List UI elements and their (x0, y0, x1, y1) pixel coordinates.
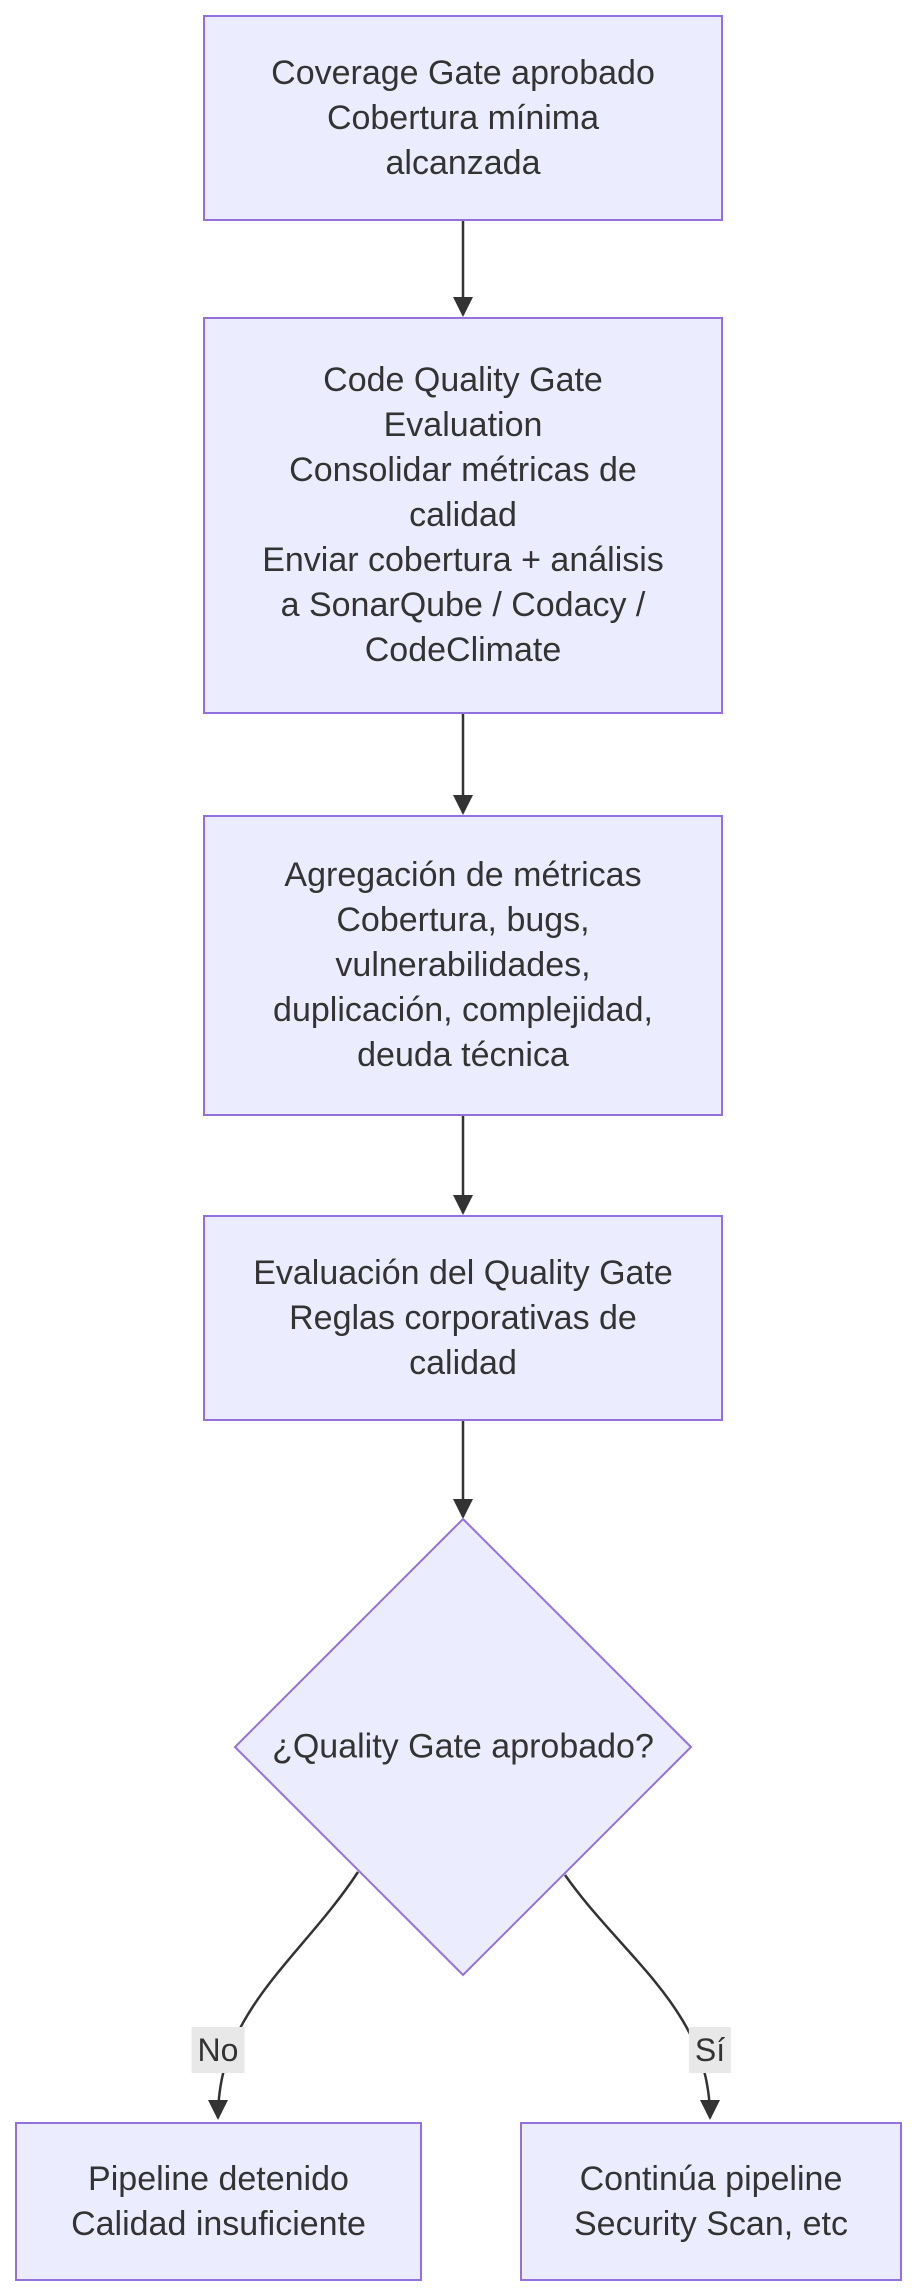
edge-label-no: No (191, 2027, 245, 2073)
node-pipeline-continues-label: Continúa pipeline Security Scan, etc (573, 2159, 848, 2243)
edge-label-si: Sí (688, 2027, 732, 2073)
node-metrics-aggregation: Agregación de métricas Cobertura, bugs, … (203, 815, 723, 1116)
edge-decision-si (563, 1874, 720, 2120)
decision-diamond (233, 1517, 693, 1977)
node-code-quality-gate-evaluation: Code Quality Gate Evaluation Consolidar … (203, 317, 723, 714)
node-pipeline-stopped-label: Pipeline detenido Calidad insuficiente (71, 2159, 366, 2243)
node-pipeline-continues: Continúa pipeline Security Scan, etc (520, 2122, 902, 2281)
node-code-quality-gate-evaluation-label: Code Quality Gate Evaluation Consolidar … (262, 361, 664, 669)
edge-decision-no (208, 1871, 360, 2120)
node-metrics-aggregation-label: Agregación de métricas Cobertura, bugs, … (273, 856, 653, 1074)
decision-diamond-label: ¿Quality Gate aprobado? (272, 1727, 654, 1766)
node-quality-gate-evaluation-label: Evaluación del Quality Gate Reglas corpo… (253, 1253, 673, 1382)
node-quality-gate-evaluation: Evaluación del Quality Gate Reglas corpo… (203, 1215, 723, 1421)
node-coverage-gate-approved: Coverage Gate aprobado Cobertura mínima … (203, 15, 723, 221)
node-pipeline-stopped: Pipeline detenido Calidad insuficiente (15, 2122, 422, 2281)
node-coverage-gate-approved-label: Coverage Gate aprobado Cobertura mínima … (271, 53, 655, 182)
